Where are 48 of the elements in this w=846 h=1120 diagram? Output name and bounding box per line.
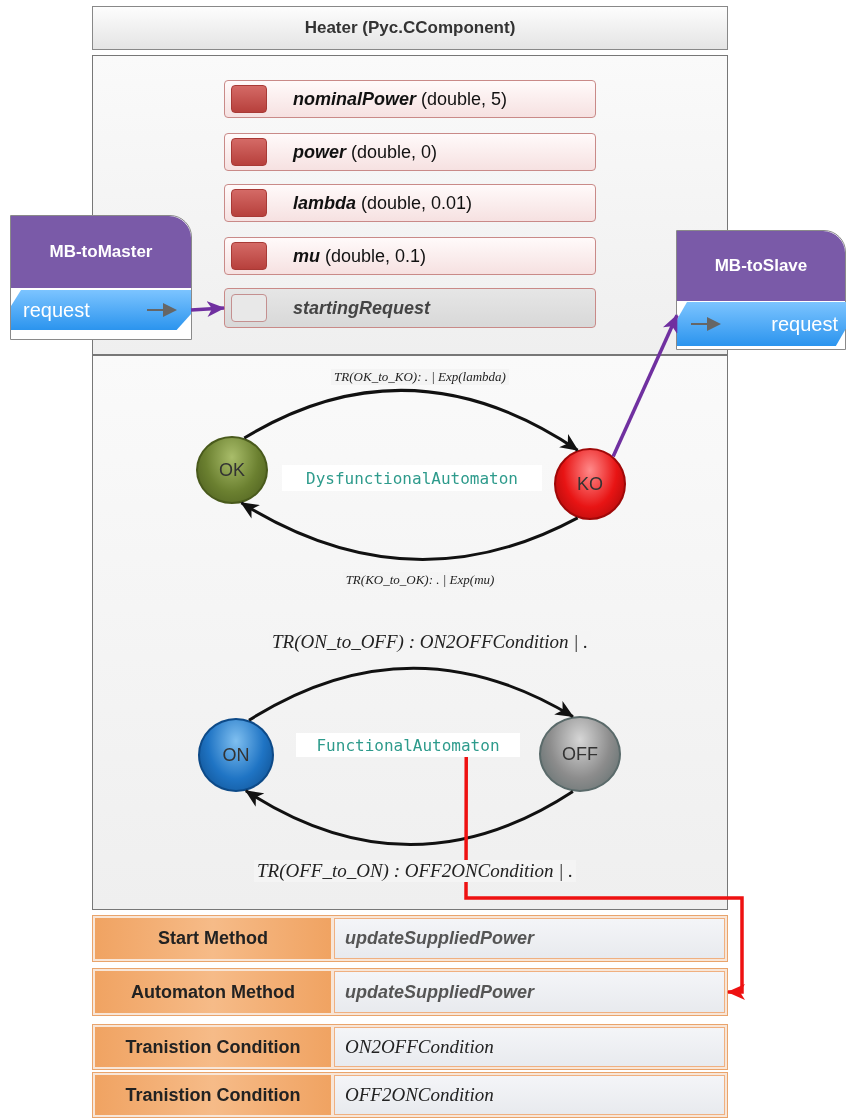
automaton-label: DysfunctionalAutomaton xyxy=(282,465,542,491)
state-label: OK xyxy=(219,459,245,481)
edge-label: TR(OFF_to_ON) : OFF2ONCondition | . xyxy=(253,860,577,882)
component-title: Heater (Pyc.CComponent) xyxy=(304,18,516,38)
table-row xyxy=(92,915,728,962)
edge-label: TR(OK_to_KO): . | Exp(lambda) xyxy=(331,369,509,385)
arrow xyxy=(611,314,679,458)
variable-box xyxy=(224,237,596,275)
variable-box xyxy=(224,80,596,118)
state-label: ON xyxy=(222,744,250,766)
property-value-cell: updateSuppliedPower xyxy=(334,971,725,1013)
box-title: MB-toMaster xyxy=(11,216,191,288)
arrow xyxy=(245,789,574,846)
box-title: MB-toSlave xyxy=(677,231,845,301)
variable-text: lambda (double, 0.01) xyxy=(293,192,473,214)
arrow xyxy=(464,757,745,1000)
message-box xyxy=(10,215,192,340)
variable-box xyxy=(224,288,596,328)
port-label: request xyxy=(23,298,90,322)
state-label: OFF xyxy=(562,743,598,765)
table-row xyxy=(92,1072,728,1118)
arrow xyxy=(240,501,579,561)
property-value-cell: OFF2ONCondition xyxy=(334,1075,725,1115)
property-name-cell: Tranistion Condition xyxy=(95,1075,331,1115)
variable-text: startingRequest xyxy=(293,297,431,319)
variable-text: mu (double, 0.1) xyxy=(293,245,427,267)
table-row xyxy=(92,968,728,1016)
panel xyxy=(92,355,728,910)
property-name-cell: Start Method xyxy=(95,918,331,959)
state-label: KO xyxy=(577,473,603,495)
port-tab xyxy=(11,290,191,330)
property-value-cell: updateSuppliedPower xyxy=(334,918,725,959)
property-name-cell: Tranistion Condition xyxy=(95,1027,331,1067)
arrow xyxy=(243,389,579,452)
automaton-label: FunctionalAutomaton xyxy=(296,733,520,757)
port-tab xyxy=(677,302,846,346)
port-label: request xyxy=(771,312,838,336)
arrow xyxy=(248,666,574,722)
arrow xyxy=(190,301,225,317)
table-row xyxy=(92,1024,728,1070)
variable-text: nominalPower (double, 5) xyxy=(293,88,508,110)
variable-text: power (double, 0) xyxy=(293,141,438,163)
property-value-cell: ON2OFFCondition xyxy=(334,1027,725,1067)
variable-box xyxy=(224,133,596,171)
property-name-cell: Automaton Method xyxy=(95,971,331,1013)
message-box xyxy=(676,230,846,350)
header-box xyxy=(92,6,728,50)
variable-box xyxy=(224,184,596,222)
